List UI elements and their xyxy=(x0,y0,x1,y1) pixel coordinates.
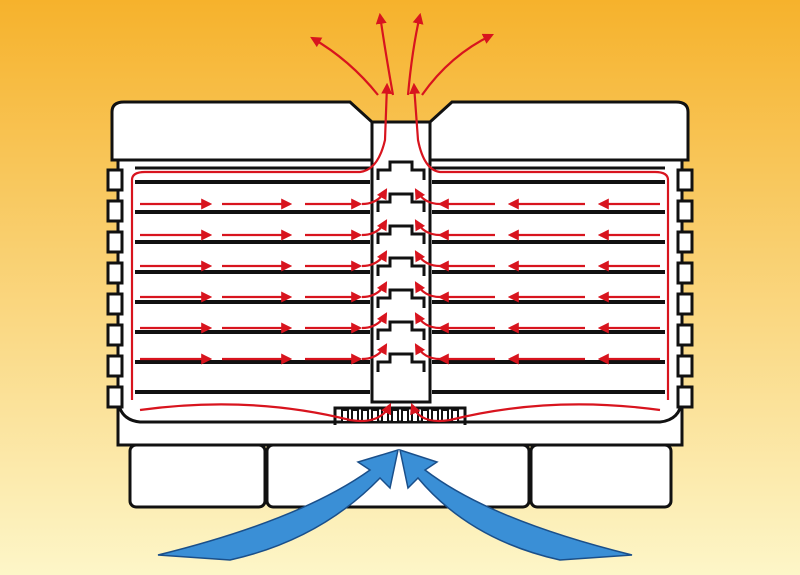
hot-arrow-bottom-left xyxy=(139,403,391,423)
side-vent-right xyxy=(676,385,694,409)
hot-arrow-rise-left xyxy=(361,343,388,361)
top-panel-left xyxy=(110,100,374,162)
channel-baffle xyxy=(376,192,426,212)
cold-airflow-arrows xyxy=(157,448,633,561)
base-block-center xyxy=(265,443,531,509)
side-vent-left xyxy=(106,323,124,347)
center-channel xyxy=(370,120,432,404)
hot-arrow-rise-right xyxy=(414,312,441,330)
side-vent-left xyxy=(106,199,124,223)
exhaust-arrow xyxy=(421,33,494,96)
grille-slot xyxy=(341,409,349,423)
grille-slot xyxy=(371,409,379,423)
hot-arrow-outer-left xyxy=(130,82,393,400)
hot-arrow-rise-left xyxy=(361,281,388,299)
side-vent-left xyxy=(106,230,124,254)
hot-arrow-rise-left xyxy=(361,188,388,206)
hot-arrow-rise-right xyxy=(414,250,441,268)
hot-arrow-outer-right xyxy=(409,82,670,400)
side-vent-left xyxy=(106,292,124,316)
side-vent-left xyxy=(106,261,124,285)
side-vent-right xyxy=(676,199,694,223)
grille-slot xyxy=(401,409,409,423)
hot-arrow-bottom-right xyxy=(410,402,661,423)
top-panel-right xyxy=(428,100,690,162)
channel-baffle xyxy=(376,224,426,244)
exhaust-arrow xyxy=(375,12,395,96)
hot-arrow-rise-left xyxy=(361,219,388,237)
base-block-left xyxy=(128,443,267,509)
shelves xyxy=(135,166,665,394)
channel-baffle xyxy=(376,288,426,308)
hot-arrow-rise-right xyxy=(414,281,441,299)
side-vent-right xyxy=(676,354,694,378)
hot-arrow-rise-right xyxy=(414,343,441,361)
side-vent-right xyxy=(676,168,694,192)
grille-slot xyxy=(451,409,459,423)
grille-slot xyxy=(351,409,359,423)
side-vent-right xyxy=(676,230,694,254)
hot-arrow-rise-left xyxy=(361,312,388,330)
exhaust-arrow xyxy=(310,36,379,96)
hot-arrow-rise-right xyxy=(414,188,441,206)
channel-baffle xyxy=(376,256,426,276)
channel-baffle xyxy=(376,352,426,372)
cold-arrow-left xyxy=(157,448,399,561)
side-vent-left xyxy=(106,385,124,409)
side-vent-left xyxy=(106,354,124,378)
hot-arrow-rise-left xyxy=(361,250,388,268)
side-vent-right xyxy=(676,323,694,347)
hot-arrow-rise-right xyxy=(414,219,441,237)
side-vent-left xyxy=(106,168,124,192)
base-block-right xyxy=(529,443,673,509)
cabinet xyxy=(106,100,694,509)
side-vent-right xyxy=(676,292,694,316)
grille-slot xyxy=(441,409,449,423)
cold-arrow-right xyxy=(398,448,633,561)
channel-baffle xyxy=(376,320,426,340)
grille-slot xyxy=(391,409,399,423)
exhaust-arrow xyxy=(406,12,424,96)
grille-slot xyxy=(361,409,369,423)
hot-airflow-arrows xyxy=(130,12,670,423)
channel-baffle xyxy=(376,160,426,180)
side-vent-right xyxy=(676,261,694,285)
grille-slot xyxy=(431,409,439,423)
